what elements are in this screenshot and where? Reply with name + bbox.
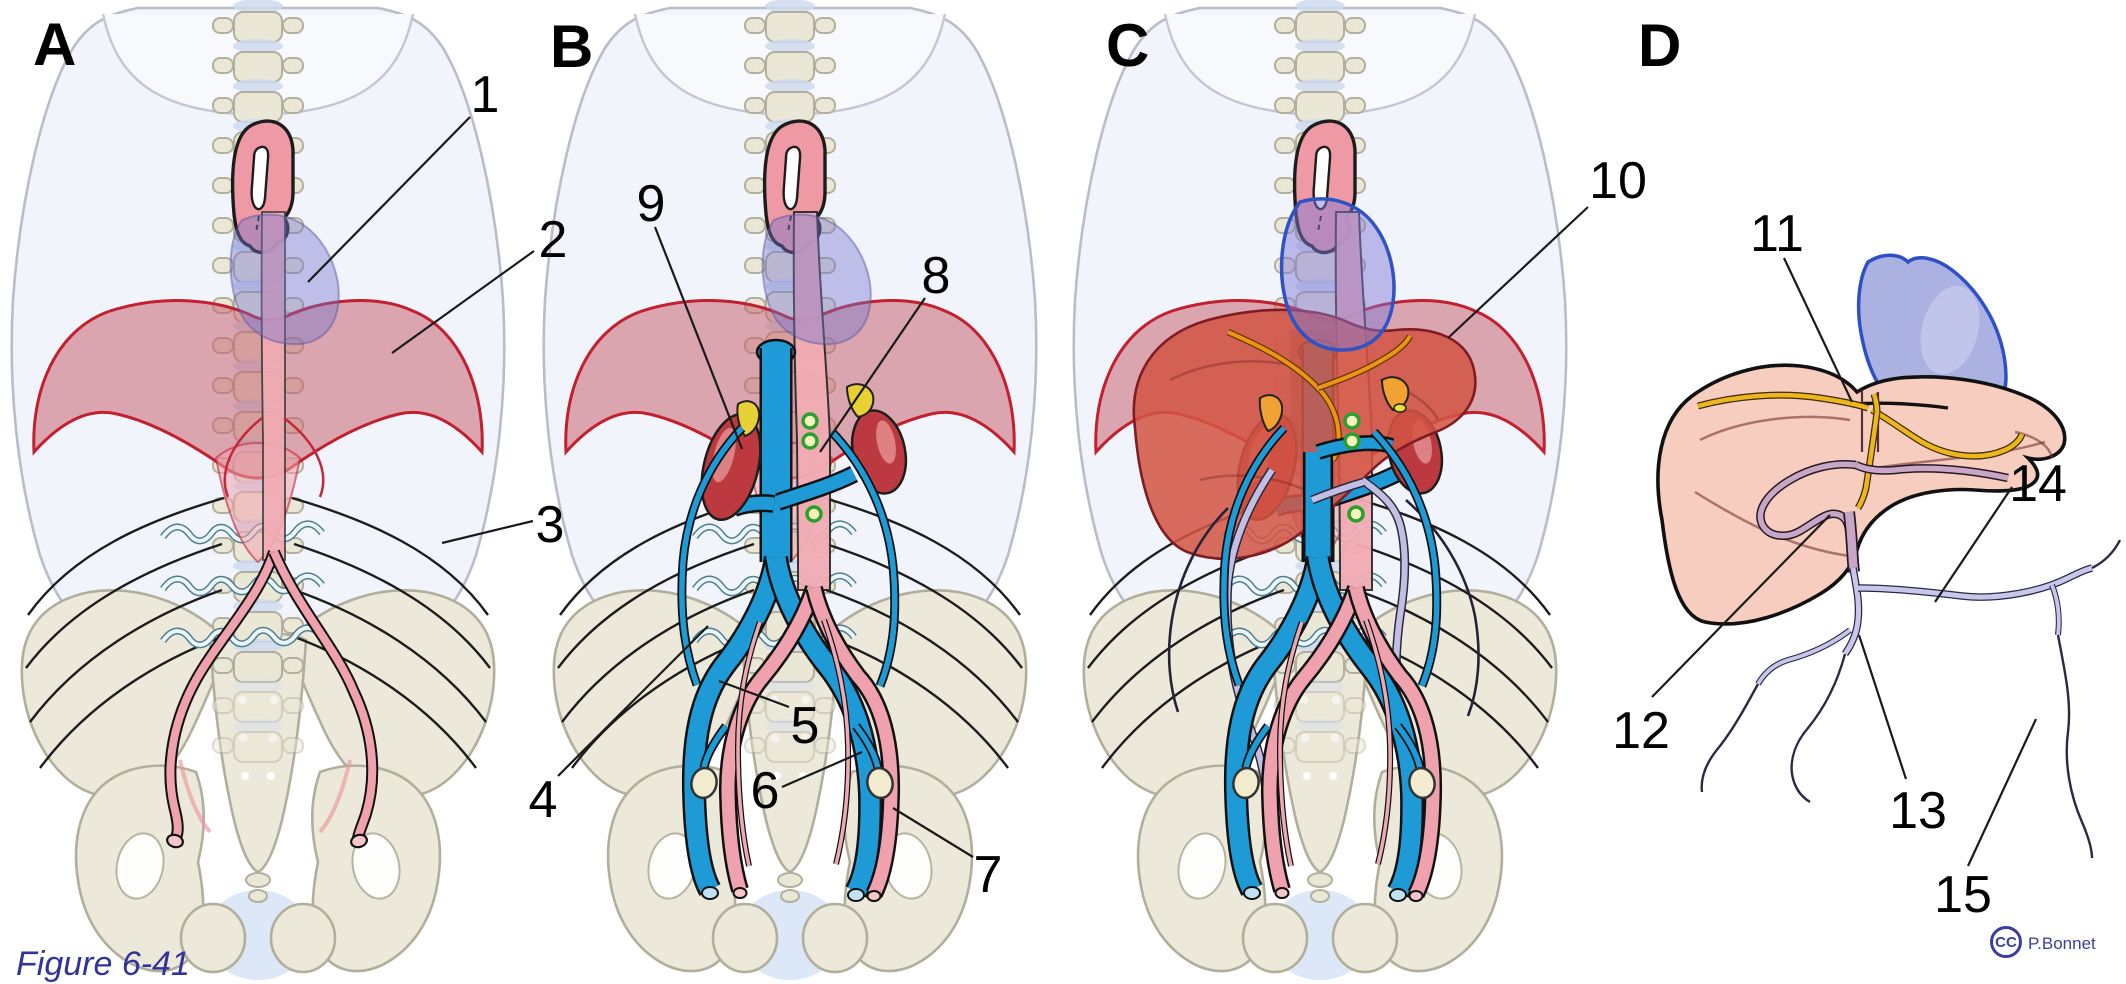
leader-14 [1934,486,2013,603]
adrenal-glands-c [1258,376,1410,433]
label-13: 13 [1889,782,1947,840]
leader-4 [557,625,709,777]
leader-5 [718,679,790,709]
leader-13 [1857,634,1908,780]
vitelline-veins-yellow [1697,391,2026,510]
label-14: 14 [2009,455,2067,513]
figure-caption: Figure 6-41 [16,945,190,983]
leader-8 [819,297,926,453]
adrenal-right [845,383,875,419]
leader-2 [391,250,535,354]
vitelline-artery-loop-right [283,417,325,498]
leader-11 [1783,257,1853,403]
label-1: 1 [471,66,500,124]
leader-12 [1651,514,1831,698]
label-9: 9 [637,175,666,233]
leader-15 [1967,718,2037,867]
leader-6 [781,750,863,789]
vitelline-artery-loop-left [223,417,263,498]
number-labels: 1 2 3 4 5 6 7 8 9 10 11 12 13 14 15 [307,66,2067,924]
cc-license-icon-text: CC [1995,934,2017,951]
adrenal-left [736,400,761,438]
panel-letters: A B C D [33,11,1681,80]
panel-letter-c: C [1106,12,1149,79]
attribution-block: CC P.Bonnet [1990,926,2096,958]
leader-10 [1447,206,1589,339]
panel-letter-b: B [550,13,593,80]
panel-a [12,0,505,980]
label-5: 5 [791,697,820,755]
label-2: 2 [539,211,568,269]
adrenal-glands-b [736,383,875,438]
panel-b [544,0,1037,980]
panel-d [1656,253,2122,859]
portal-vein-lavender [1755,564,2093,686]
label-6: 6 [751,762,780,820]
umbilical-vein-mauve [1756,460,2009,573]
leader-1 [307,116,471,283]
panel-letter-d: D [1638,12,1681,79]
stomach-c [1279,197,1396,352]
panel-c [1074,0,1567,980]
label-10: 10 [1589,152,1647,210]
attribution-text: P.Bonnet [2028,934,2096,953]
label-11: 11 [1750,205,1804,263]
leader-3 [441,519,534,545]
label-8: 8 [922,247,951,305]
leader-7 [892,807,974,858]
panel-letter-a: A [33,11,76,78]
label-12: 12 [1612,702,1670,760]
cc-license-icon [1990,926,2022,958]
distal-vessel-lines [1700,539,2122,859]
label-15: 15 [1934,866,1992,924]
umbilical-arteries-a [164,549,379,849]
label-7: 7 [974,846,1003,904]
leader-9 [653,226,744,450]
label-4: 4 [529,771,558,829]
label-3: 3 [536,496,565,554]
